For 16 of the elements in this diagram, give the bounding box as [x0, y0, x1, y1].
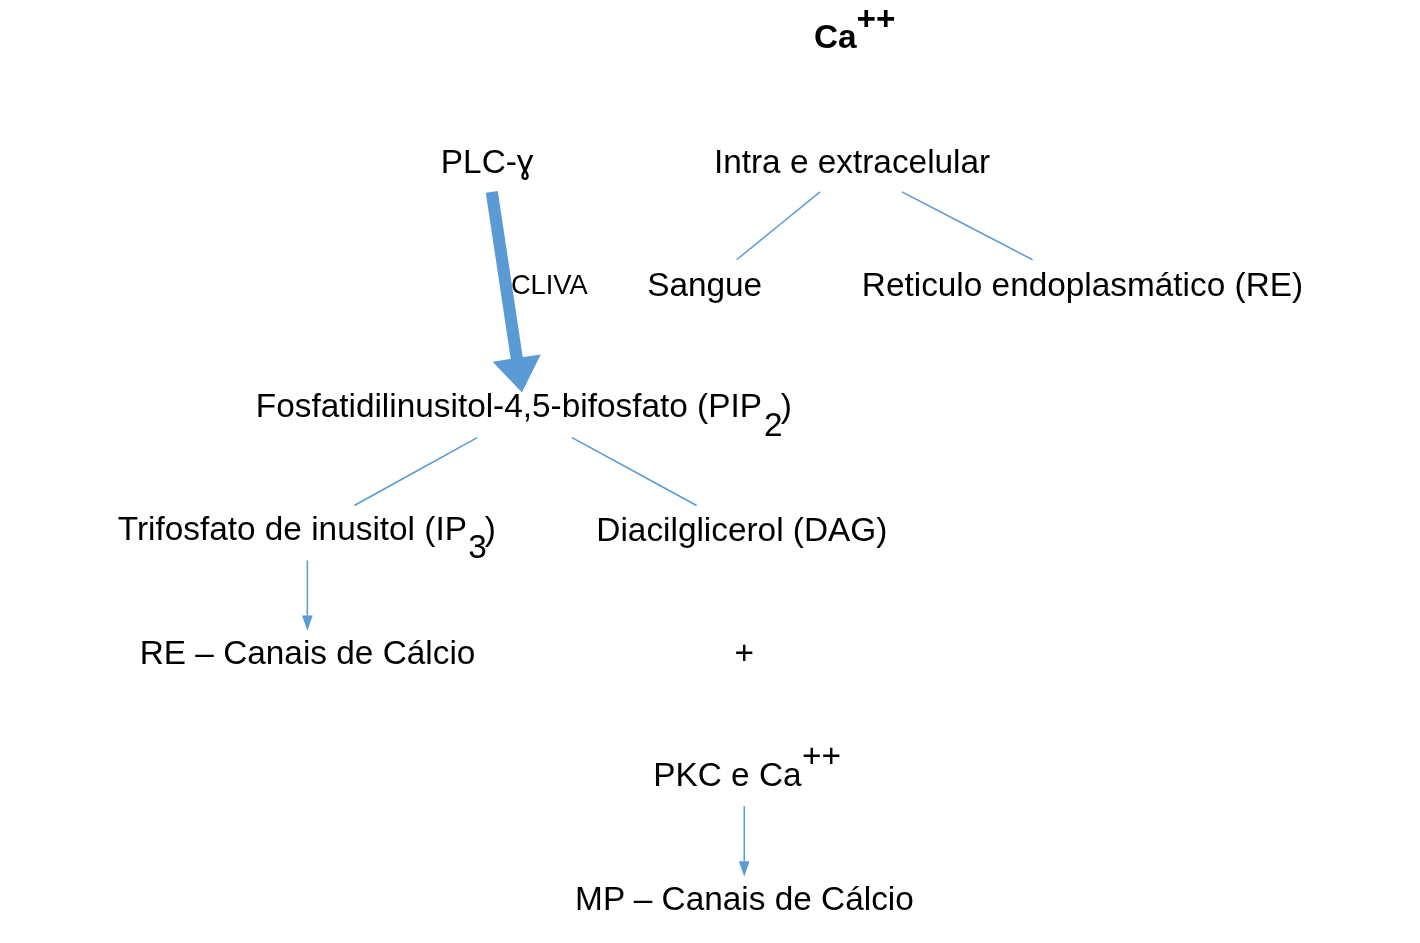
node-text: Reticulo endoplasmático (RE) — [861, 265, 1303, 303]
label: + — [733, 634, 754, 672]
connector — [570, 436, 697, 507]
connector — [735, 191, 821, 261]
node-text: RE – Canais de Cálcio — [139, 634, 475, 672]
arrow — [301, 559, 313, 631]
arrow — [738, 805, 750, 877]
node-text: MP – Canais de Cálcio — [574, 880, 914, 918]
connector — [900, 191, 1033, 261]
node-text: PLC-ɣ — [440, 142, 534, 180]
connector — [353, 436, 478, 507]
node-text: Intra e extracelular — [713, 142, 990, 180]
edge-label: CLIVA — [510, 268, 588, 300]
arrow — [485, 190, 541, 393]
node-text: Sangue — [646, 265, 762, 303]
node-text: Diacilglicerol (DAG) — [595, 511, 887, 549]
